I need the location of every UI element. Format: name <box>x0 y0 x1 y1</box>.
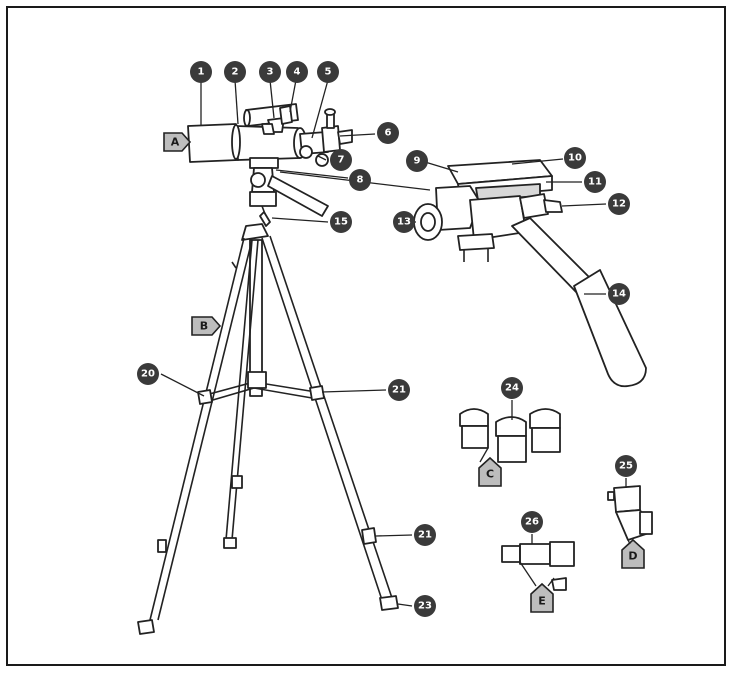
callout-10: 10 <box>564 147 586 169</box>
svg-text:23: 23 <box>418 601 432 612</box>
callout-21-upper: 21 <box>388 379 410 401</box>
callout-24: 24 <box>501 377 523 399</box>
svg-text:25: 25 <box>619 461 633 472</box>
callout-4: 4 <box>286 61 308 83</box>
callout-11: 11 <box>584 171 606 193</box>
telescope-tube <box>187 108 353 167</box>
svg-text:D: D <box>628 550 637 563</box>
tag-C-leader <box>479 447 489 463</box>
leader-lines <box>160 79 627 607</box>
svg-text:24: 24 <box>505 383 519 394</box>
mount-head-small <box>249 157 329 217</box>
svg-text:5: 5 <box>325 67 332 78</box>
callout-9: 9 <box>406 150 428 172</box>
svg-text:26: 26 <box>525 517 539 528</box>
svg-text:13: 13 <box>397 217 411 228</box>
tag-D-leader <box>627 539 631 545</box>
svg-text:21: 21 <box>418 530 432 541</box>
tag-B: B <box>191 316 222 336</box>
star-diagonal <box>607 485 653 541</box>
callout-21-lower: 21 <box>414 524 436 546</box>
svg-text:A: A <box>171 136 180 149</box>
svg-text:11: 11 <box>588 177 602 188</box>
svg-text:12: 12 <box>612 199 626 210</box>
svg-text:21: 21 <box>392 385 406 396</box>
svg-text:14: 14 <box>612 289 626 300</box>
svg-text:2: 2 <box>232 67 239 78</box>
svg-text:C: C <box>486 468 494 481</box>
callout-2: 2 <box>224 61 246 83</box>
callout-1: 1 <box>190 61 212 83</box>
svg-text:15: 15 <box>334 217 348 228</box>
svg-text:9: 9 <box>414 156 421 167</box>
svg-text:1: 1 <box>198 67 205 78</box>
callout-25: 25 <box>615 455 637 477</box>
callout-8: 8 <box>349 169 371 191</box>
callout-5: 5 <box>317 61 339 83</box>
svg-text:10: 10 <box>568 153 582 164</box>
callout-14: 14 <box>608 283 630 305</box>
svg-text:3: 3 <box>267 67 274 78</box>
callout-26: 26 <box>521 511 543 533</box>
tag-C: C <box>478 456 502 487</box>
callout-3: 3 <box>259 61 281 83</box>
callout-12: 12 <box>608 193 630 215</box>
svg-text:7: 7 <box>338 155 345 166</box>
svg-text:8: 8 <box>357 175 364 186</box>
tag-A: A <box>163 132 192 152</box>
svg-text:6: 6 <box>385 128 392 139</box>
tag-D: D <box>621 538 645 569</box>
tripod <box>137 205 399 635</box>
finder-scope <box>243 103 299 135</box>
callout-15: 15 <box>330 211 352 233</box>
callout-20: 20 <box>137 363 159 385</box>
callout-23: 23 <box>414 595 436 617</box>
callout-6: 6 <box>377 122 399 144</box>
pan-head-detail <box>413 159 647 388</box>
eyepieces <box>459 408 561 463</box>
barlow-lens <box>501 541 575 591</box>
svg-text:B: B <box>200 320 208 333</box>
callout-13: 13 <box>393 211 415 233</box>
svg-text:4: 4 <box>294 67 301 78</box>
svg-text:20: 20 <box>141 369 155 380</box>
callout-7: 7 <box>330 149 352 171</box>
svg-text:E: E <box>538 595 546 608</box>
tag-E: E <box>519 561 555 613</box>
